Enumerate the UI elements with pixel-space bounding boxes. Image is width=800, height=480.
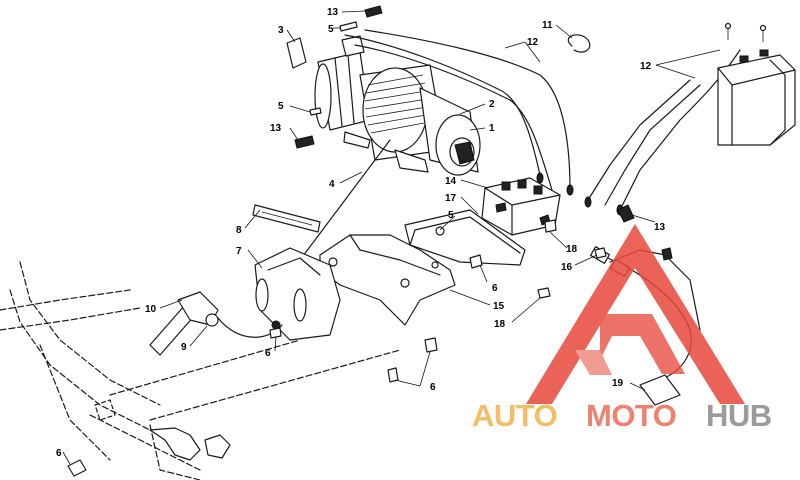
clamp-part (567, 34, 591, 53)
watermark-auto: AUTO (472, 398, 557, 433)
battery (717, 22, 796, 146)
callout-numbers: 13 5 3 11 12 2 1 5 13 4 14 17 5 8 7 18 1… (56, 7, 666, 459)
callout-19: 19 (612, 378, 624, 389)
callout-13-right: 13 (654, 222, 666, 233)
winch-assembly (314, 35, 481, 176)
cover-part (286, 37, 307, 69)
callout-11: 11 (542, 20, 553, 31)
callout-17: 17 (445, 193, 457, 204)
watermark-moto: MOTO (586, 398, 676, 433)
callout-5-plate: 5 (448, 210, 454, 221)
watermark-hub: HUB (706, 398, 772, 433)
callout-7: 7 (236, 246, 242, 257)
callout-13-mid: 13 (270, 123, 282, 134)
callout-18-top: 18 (566, 244, 578, 255)
callout-5-mid: 5 (278, 101, 284, 112)
callout-4: 4 (329, 179, 335, 190)
power-cables (344, 29, 741, 216)
callout-16: 16 (561, 262, 573, 273)
callout-18-bottom: 18 (494, 319, 506, 330)
callout-13-top: 13 (327, 7, 339, 18)
callout-9: 9 (181, 342, 187, 353)
fasteners (67, 5, 635, 477)
triangle-logo-icon (526, 224, 745, 404)
callout-8: 8 (236, 225, 242, 236)
callout-3: 3 (278, 25, 284, 36)
callout-1: 1 (489, 123, 495, 134)
callout-14: 14 (445, 176, 457, 187)
watermark-logo: AUTO MOTO HUB (472, 224, 772, 433)
callout-10: 10 (145, 304, 157, 315)
callout-6-frame: 6 (56, 448, 62, 459)
callout-2: 2 (489, 99, 495, 110)
fairlead (254, 247, 341, 341)
callout-12-top: 12 (527, 37, 539, 48)
callout-15: 15 (493, 301, 505, 312)
callout-5-top: 5 (328, 24, 334, 35)
callout-6-bottom: 6 (430, 382, 436, 393)
bumper-frame (0, 261, 401, 480)
callout-12-right: 12 (640, 61, 652, 72)
mount-plate (319, 209, 526, 326)
callout-6-fairlead: 6 (265, 348, 271, 359)
leader-lines (62, 10, 721, 465)
callout-6-plate: 6 (492, 283, 498, 294)
